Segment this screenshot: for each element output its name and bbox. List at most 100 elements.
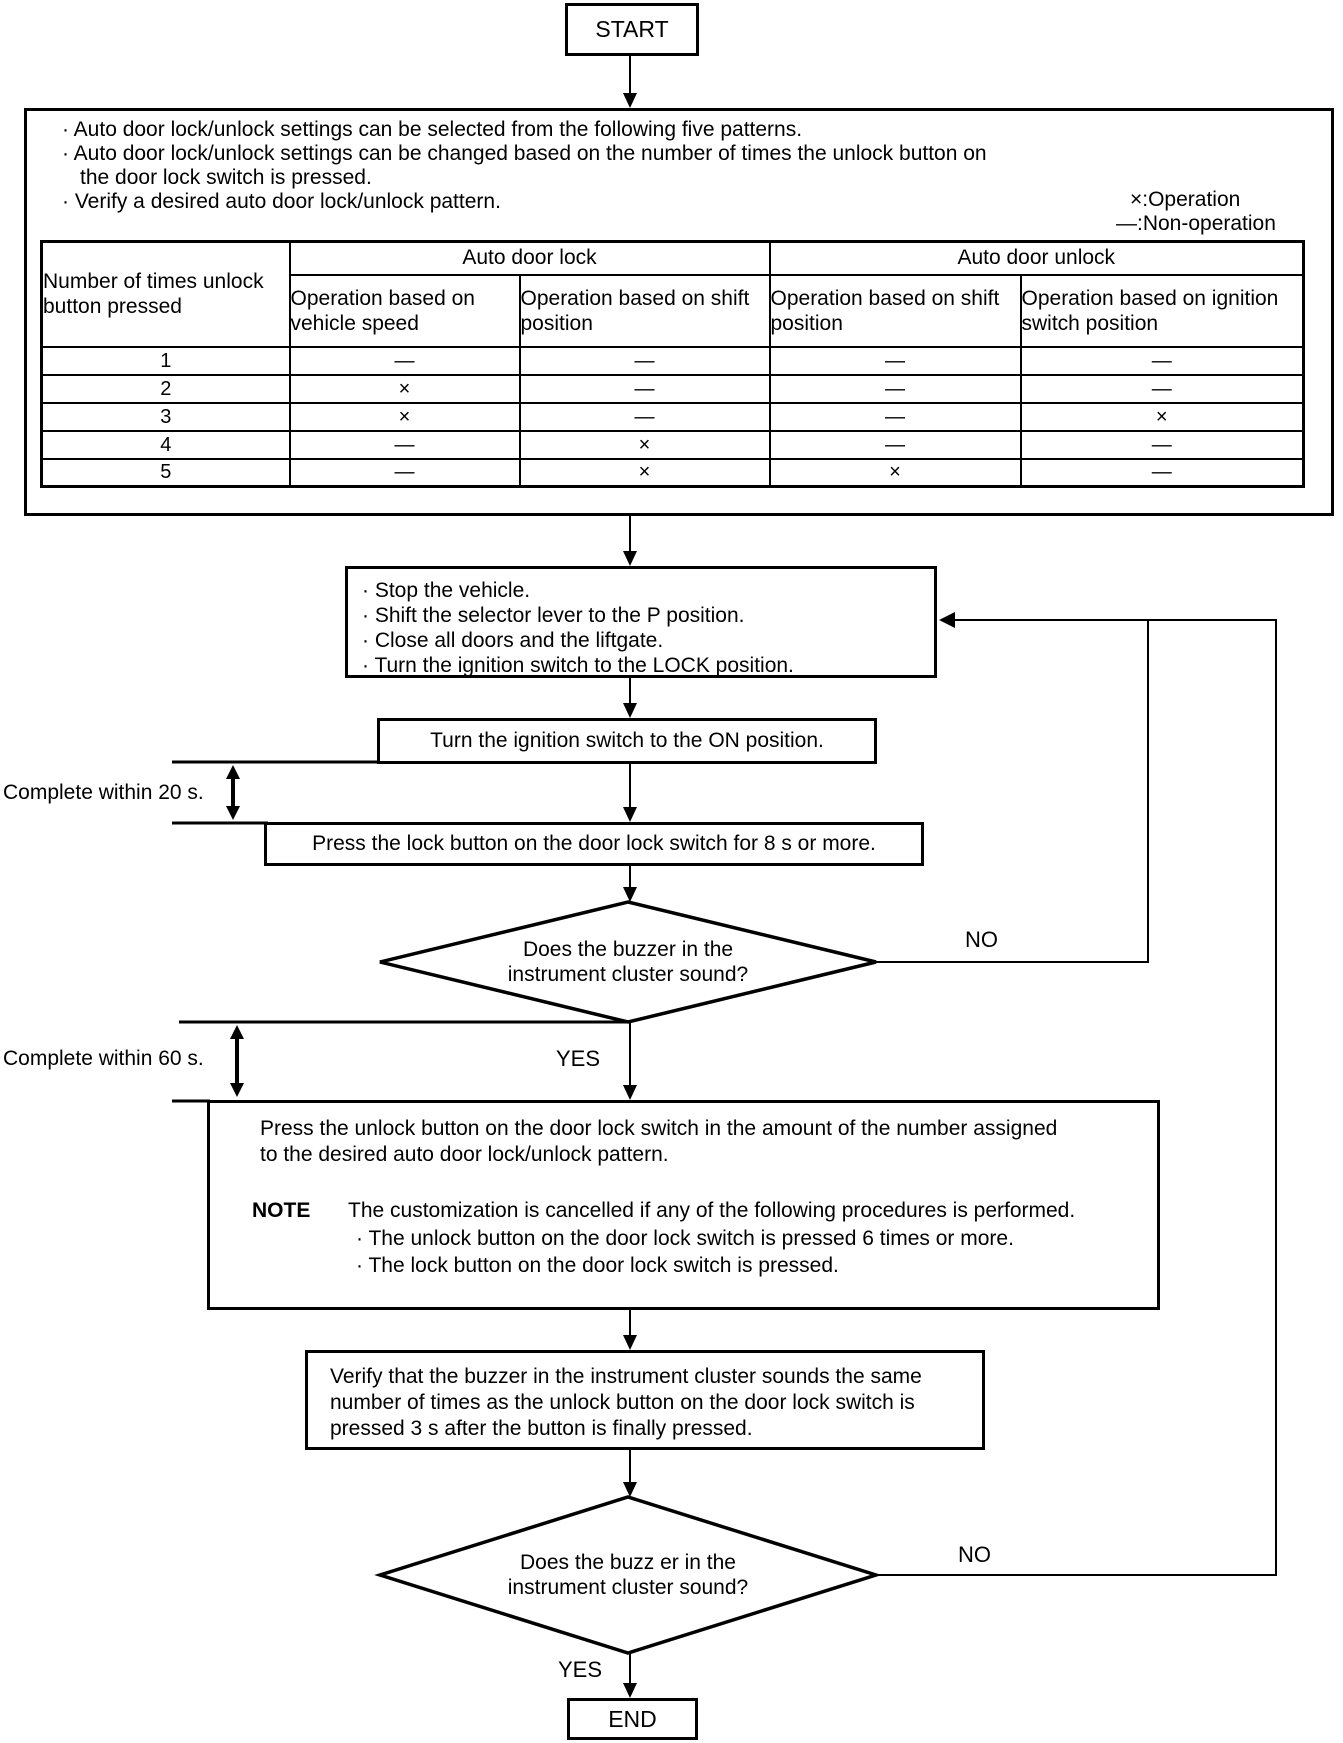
intro-bullet-3: · Verify a desired auto door lock/unlock… (62, 190, 501, 213)
decision-diamond-1 (379, 900, 877, 1024)
note-bullet-1: · The unlock button on the door lock swi… (356, 1227, 1014, 1250)
start-node: START (565, 3, 699, 56)
value-cell: — (518, 401, 771, 432)
pattern-table: Number of times unlock button pressed Au… (40, 240, 1306, 488)
value-cell: — (768, 345, 1022, 376)
table-row: 2 × — — — (40, 373, 1305, 404)
prepare-line-2: · Shift the selector lever to the P posi… (362, 604, 745, 627)
table-row: 4 — × — — (40, 429, 1305, 460)
no-feedback-path-2 (876, 619, 1277, 1576)
prepare-line-3: · Close all doors and the liftgate. (362, 629, 664, 652)
col-header-presses: Number of times unlock button pressed (40, 240, 291, 348)
no-label-1: NO (965, 927, 998, 952)
value-cell: — (1019, 457, 1305, 488)
verify-lines: Verify that the buzzer in the instrument… (308, 1353, 982, 1442)
decision-2-text: Does the buzz er in the instrument clust… (448, 1550, 808, 1600)
value-cell: × (288, 401, 521, 432)
complete-within-20s-label: Complete within 20 s. (3, 781, 204, 804)
prepare-line-1: · Stop the vehicle. (362, 579, 531, 602)
arrowhead-down-icon (623, 807, 637, 822)
value-cell: × (288, 373, 521, 404)
value-cell: — (518, 345, 771, 376)
presses-cell: 1 (40, 345, 291, 376)
end-label: END (608, 1705, 657, 1732)
presses-cell: 4 (40, 429, 291, 460)
presses-cell: 5 (40, 457, 291, 488)
decision-1-line-2: instrument cluster sound? (507, 963, 749, 986)
no-label-2: NO (958, 1542, 991, 1567)
value-cell: — (768, 429, 1022, 460)
table-row: 3 × — — × (40, 401, 1305, 432)
intro-bullet-2: · Auto door lock/unlock settings can be … (62, 142, 987, 165)
arrowhead-down-icon (623, 551, 637, 566)
col-header-ignition-switch: Operation based on ignition switch posit… (1019, 273, 1305, 348)
press-unlock-note-box: Press the unlock button on the door lock… (207, 1100, 1160, 1310)
arrowhead-down-icon (230, 1083, 244, 1097)
value-cell: × (518, 429, 771, 460)
arrowhead-down-icon (623, 93, 637, 108)
value-cell: — (1019, 345, 1305, 376)
intro-bullet-2-continued: the door lock switch is pressed. (80, 166, 372, 189)
col-header-shift-position-unlock: Operation based on shift position (768, 273, 1022, 348)
arrowhead-down-icon (623, 1335, 637, 1350)
press-unlock-paragraph: Press the unlock button on the door lock… (260, 1116, 1057, 1168)
table-row: 1 — — — — (40, 345, 1305, 376)
no-feedback-path-1 (876, 620, 1149, 963)
arrowhead-up-icon (226, 765, 240, 779)
col-header-vehicle-speed: Operation based on vehicle speed (288, 273, 521, 348)
press-unlock-line-2: to the desired auto door lock/unlock pat… (260, 1143, 669, 1166)
verify-line-3: pressed 3 s after the button is finally … (330, 1417, 753, 1440)
arrowhead-down-icon (623, 1085, 637, 1100)
arrowhead-left-icon (939, 612, 955, 628)
press-lock-step-box: Press the lock button on the door lock s… (264, 822, 924, 866)
group-header-lock: Auto door lock (288, 240, 771, 276)
value-cell: × (768, 457, 1022, 488)
arrowhead-down-icon (623, 887, 637, 902)
decision-diamond-2 (374, 1495, 882, 1655)
value-cell: — (1019, 373, 1305, 404)
yes-label-2: YES (558, 1657, 603, 1682)
prepare-step-box: · Stop the vehicle. · Shift the selector… (345, 566, 937, 678)
ignition-on-text: Turn the ignition switch to the ON posit… (430, 729, 824, 752)
intro-bullet-1: · Auto door lock/unlock settings can be … (62, 118, 803, 141)
press-lock-text: Press the lock button on the door lock s… (312, 832, 876, 855)
yes-label-1: YES (556, 1046, 601, 1071)
ignition-on-step-box: Turn the ignition switch to the ON posit… (377, 718, 877, 764)
note-label: NOTE (252, 1199, 311, 1222)
decision-2-line-1: Does the buzz er in the (520, 1551, 736, 1574)
arrowhead-down-icon (226, 806, 240, 820)
presses-cell: 2 (40, 373, 291, 404)
value-cell: — (288, 345, 521, 376)
prepare-line-4: · Turn the ignition switch to the LOCK p… (362, 654, 794, 677)
note-bullet-2: · The lock button on the door lock switc… (356, 1254, 839, 1277)
arrowhead-down-icon (623, 1482, 637, 1497)
table-legend: ×:Operation —:Non-operation (1116, 188, 1276, 236)
value-cell: — (518, 373, 771, 404)
value-cell: — (768, 401, 1022, 432)
group-header-unlock: Auto door unlock (768, 240, 1305, 276)
arrowhead-up-icon (230, 1025, 244, 1039)
verify-line-1: Verify that the buzzer in the instrument… (330, 1365, 922, 1388)
arrowhead-down-icon (623, 1683, 637, 1698)
note-text: The customization is cancelled if any of… (348, 1199, 1076, 1222)
legend-non-operation: —:Non-operation (1116, 212, 1276, 235)
value-cell: — (288, 429, 521, 460)
value-cell: × (1019, 401, 1305, 432)
complete-within-60s-label: Complete within 60 s. (3, 1047, 204, 1070)
press-unlock-line-1: Press the unlock button on the door lock… (260, 1117, 1058, 1140)
verify-line-2: number of times as the unlock button on … (330, 1391, 915, 1414)
verify-buzzer-box: Verify that the buzzer in the instrument… (305, 1350, 985, 1450)
prepare-step-lines: · Stop the vehicle. · Shift the selector… (348, 569, 934, 678)
col-header-shift-position-lock: Operation based on shift position (518, 273, 771, 348)
decision-1-text: Does the buzzer in the instrument cluste… (448, 937, 808, 987)
value-cell: — (288, 457, 521, 488)
value-cell: × (518, 457, 771, 488)
arrowhead-down-icon (623, 703, 637, 718)
legend-operation: ×:Operation (1130, 188, 1241, 211)
presses-cell: 3 (40, 401, 291, 432)
decision-1-line-1: Does the buzzer in the (522, 938, 734, 961)
start-label: START (595, 16, 669, 42)
value-cell: — (1019, 429, 1305, 460)
decision-2-line-2: instrument cluster sound? (507, 1576, 749, 1599)
